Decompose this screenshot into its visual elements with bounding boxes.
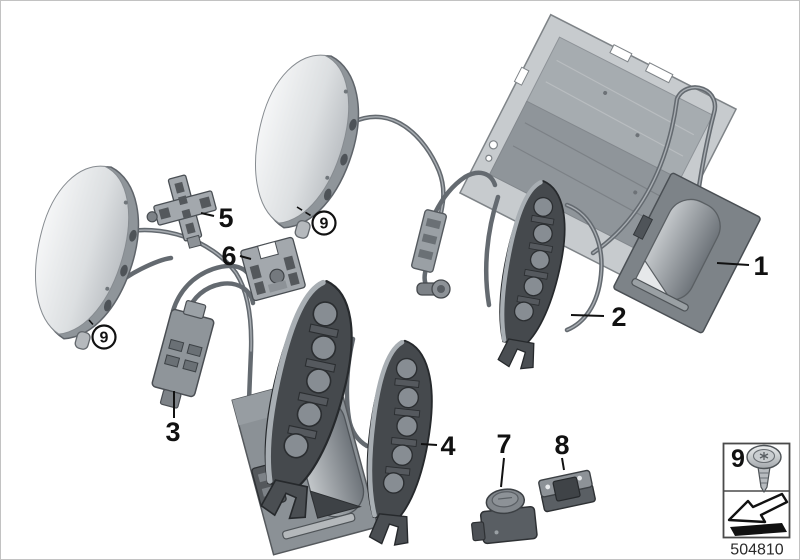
callout-6: 6 [221,241,252,271]
elbow-motor [416,279,451,299]
callout-1-label[interactable]: 1 [753,251,768,281]
panel-pocket [613,172,761,334]
callout-1: 1 [716,251,769,281]
bracket-6 [240,236,306,302]
callout-2-label[interactable]: 2 [611,302,626,332]
callout-9-upper-label[interactable]: 9 [320,216,329,233]
callout-4-label[interactable]: 4 [440,431,455,461]
callout-8-label[interactable]: 8 [554,430,569,460]
callout-9-lower-label[interactable]: 9 [100,330,109,347]
callout-4: 4 [420,431,456,461]
callout-3-label[interactable]: 3 [165,417,180,447]
callout-5: 5 [200,203,234,233]
direction-arrow-icon [727,492,789,536]
legend-box[interactable]: 9 [722,442,791,539]
torx-screw-icon [746,444,782,494]
callout-5-label[interactable]: 5 [218,203,233,233]
panel-frame-wire [590,85,718,256]
callout-6-label[interactable]: 6 [221,241,236,271]
switch-8 [538,469,596,513]
callout-8: 8 [554,430,570,471]
bracket-5 [146,174,217,249]
callout-7: 7 [496,429,512,488]
callout-7-label[interactable]: 7 [496,429,511,459]
switch-7 [471,488,538,545]
callout-3: 3 [165,391,181,447]
callout-9-circle-upper[interactable]: 9 [296,206,337,236]
cable-actuator [411,209,447,273]
right-lumbar-pad [232,41,377,246]
part-number: 504810 [730,542,783,559]
actuator-3 [151,300,215,409]
legend-screw-number[interactable]: 9 [731,445,745,473]
callout-9-circle-lower[interactable]: 9 [88,319,117,350]
callout-2: 2 [570,302,627,332]
left-lumbar-pad [12,152,157,357]
